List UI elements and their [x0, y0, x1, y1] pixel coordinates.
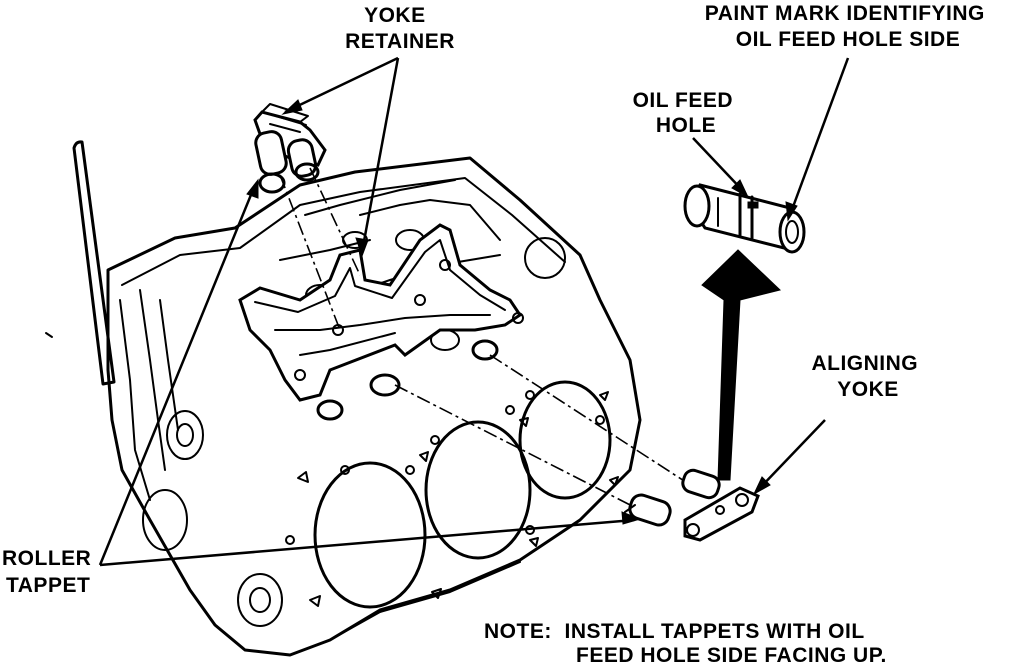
roller-tappet-label-line1: ROLLER [2, 547, 91, 570]
paint-mark-label: PAINT MARK IDENTIFYING OIL FEED HOLE SID… [705, 2, 991, 51]
roller-tappet-detail [683, 183, 806, 254]
oil-feed-hole-label-line2: HOLE [656, 114, 716, 137]
yoke-retainer-label-line2: RETAINER [345, 30, 455, 53]
roller-tappet-label-line2: TAPPET [6, 574, 90, 597]
note-label-line1: NOTE: INSTALL TAPPETS WITH OIL [484, 620, 864, 643]
stray-mark [45, 332, 53, 338]
yoke-retainer-part-top [253, 103, 327, 194]
up-arrow [701, 249, 782, 481]
oil-feed-hole-label: OIL FEED HOLE [633, 89, 740, 137]
aligning-yoke-label: ALIGNING YOKE [811, 352, 924, 401]
aligning-yoke-assembly [394, 354, 760, 542]
engine-block [72, 140, 642, 657]
roller-tappet-label: ROLLER TAPPET [2, 547, 98, 597]
leader-lines [98, 56, 850, 567]
yoke-retainer-frame [238, 223, 524, 421]
centerline [394, 384, 641, 511]
yoke-retainer-label: YOKE RETAINER [345, 4, 455, 53]
paint-mark [747, 201, 759, 209]
cylinder-bore [424, 420, 532, 560]
cylinder-bore [313, 461, 427, 609]
centerline [489, 354, 696, 489]
note-label-line2: FEED HOLE SIDE FACING UP. [576, 644, 887, 667]
oil-feed-hole-label-line1: OIL FEED [633, 89, 733, 112]
aligning-yoke-label-line2: YOKE [837, 378, 899, 401]
paint-mark-label-line1: PAINT MARK IDENTIFYING [705, 2, 985, 25]
yoke-retainer-label-line1: YOKE [364, 4, 426, 27]
paint-mark-label-line2: OIL FEED HOLE SIDE [736, 28, 960, 51]
cylinder-bore [518, 380, 612, 500]
centerline [279, 174, 341, 331]
note-label: NOTE: INSTALL TAPPETS WITH OIL FEED HOLE… [484, 620, 887, 667]
aligning-yoke-label-line1: ALIGNING [811, 352, 918, 375]
centerline [309, 167, 361, 276]
